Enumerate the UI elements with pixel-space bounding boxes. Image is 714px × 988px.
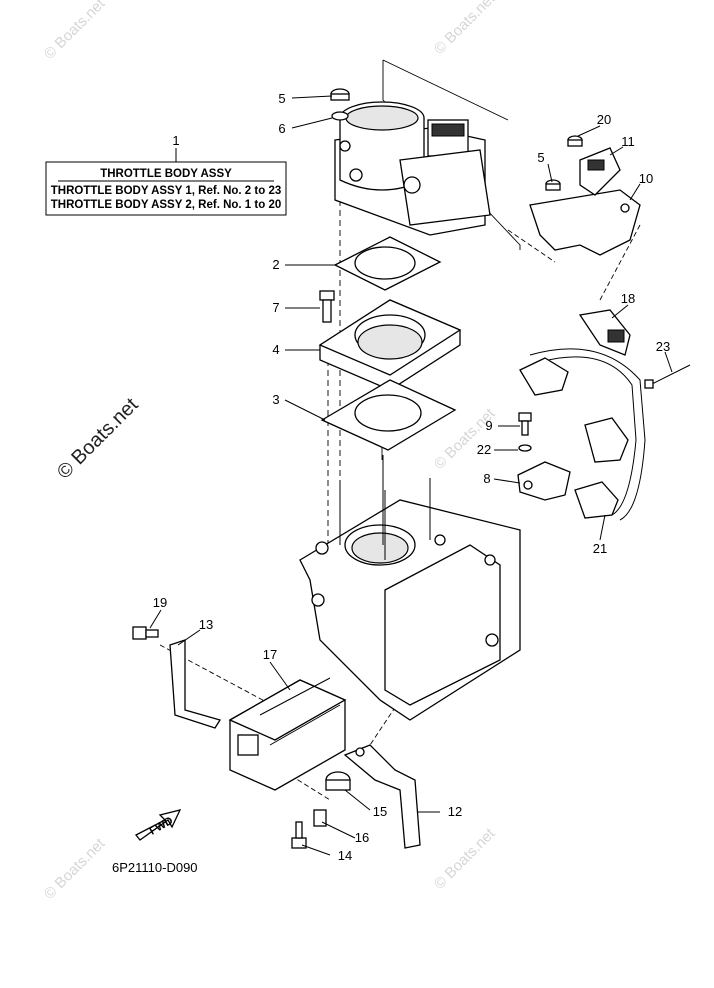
callout-5-right: 5 (537, 150, 544, 165)
watermark-large: © Boats.net (53, 394, 143, 484)
bracket-10 (529, 189, 641, 256)
callout-16: 16 (355, 830, 369, 845)
bracket-12 (343, 744, 421, 849)
callout-numbers: 1 2 3 4 5 5 6 7 8 9 10 11 12 13 14 15 16… (153, 91, 670, 863)
tie-strap-23 (644, 364, 691, 389)
callout-leaders (149, 95, 673, 856)
washer-6 (331, 111, 349, 121)
title-box: THROTTLE BODY ASSY THROTTLE BODY ASSY 1,… (45, 148, 287, 216)
callout-18: 18 (621, 291, 635, 306)
grommet-15 (325, 771, 351, 791)
title-box-line-1: THROTTLE BODY ASSY 1, Ref. No. 2 to 23 (51, 185, 281, 197)
title-box-line-2: THROTTLE BODY ASSY 2, Ref. No. 1 to 20 (51, 199, 281, 211)
gasket-top (333, 236, 442, 291)
watermark: © Boats.net (41, 835, 109, 903)
spacer-plate (318, 299, 462, 391)
nut-5-right (545, 179, 561, 191)
nut-5-top (330, 88, 350, 101)
callout-7: 7 (272, 300, 279, 315)
callout-23: 23 (656, 339, 670, 354)
callout-10: 10 (639, 171, 653, 186)
callout-21: 21 (593, 541, 607, 556)
diagram-code: 6P21110-D090 (112, 860, 198, 875)
callout-6: 6 (278, 121, 285, 136)
callout-1: 1 (172, 133, 179, 148)
fwd-label: FWD (148, 815, 176, 838)
callout-19: 19 (153, 595, 167, 610)
callout-2: 2 (272, 257, 279, 272)
gasket-bottom (320, 379, 457, 451)
connector-11 (579, 147, 621, 196)
callout-15: 15 (373, 804, 387, 819)
callout-20: 20 (597, 112, 611, 127)
watermark: © Boats.net (41, 0, 109, 63)
callout-12: 12 (448, 804, 462, 819)
washer-22 (518, 444, 532, 452)
throttle-body (334, 101, 491, 236)
air-box-17 (228, 677, 347, 791)
wire-harness-21 (519, 348, 646, 521)
callout-17: 17 (263, 647, 277, 662)
bolt-7 (319, 290, 335, 323)
bracket-13 (169, 639, 222, 729)
callout-3: 3 (272, 392, 279, 407)
callout-11: 11 (621, 134, 635, 149)
title-box-heading: THROTTLE BODY ASSY (100, 168, 232, 180)
sensor-18 (578, 309, 631, 356)
bolt-19 (132, 626, 159, 640)
callout-8: 8 (483, 471, 490, 486)
callout-5-top: 5 (278, 91, 285, 106)
callout-13: 13 (199, 617, 213, 632)
watermark: © Boats.net (431, 0, 499, 58)
callout-4: 4 (272, 342, 279, 357)
intake-manifold (299, 455, 521, 721)
fwd-arrow-icon: FWD (134, 809, 182, 841)
nut-20 (567, 135, 583, 147)
callout-14: 14 (338, 848, 352, 863)
callout-22: 22 (477, 442, 491, 457)
bolt-14 (291, 821, 307, 849)
bolt-9 (518, 412, 532, 436)
callout-9: 9 (485, 418, 492, 433)
sensor-8 (517, 461, 571, 501)
watermark: © Boats.net (431, 825, 499, 893)
